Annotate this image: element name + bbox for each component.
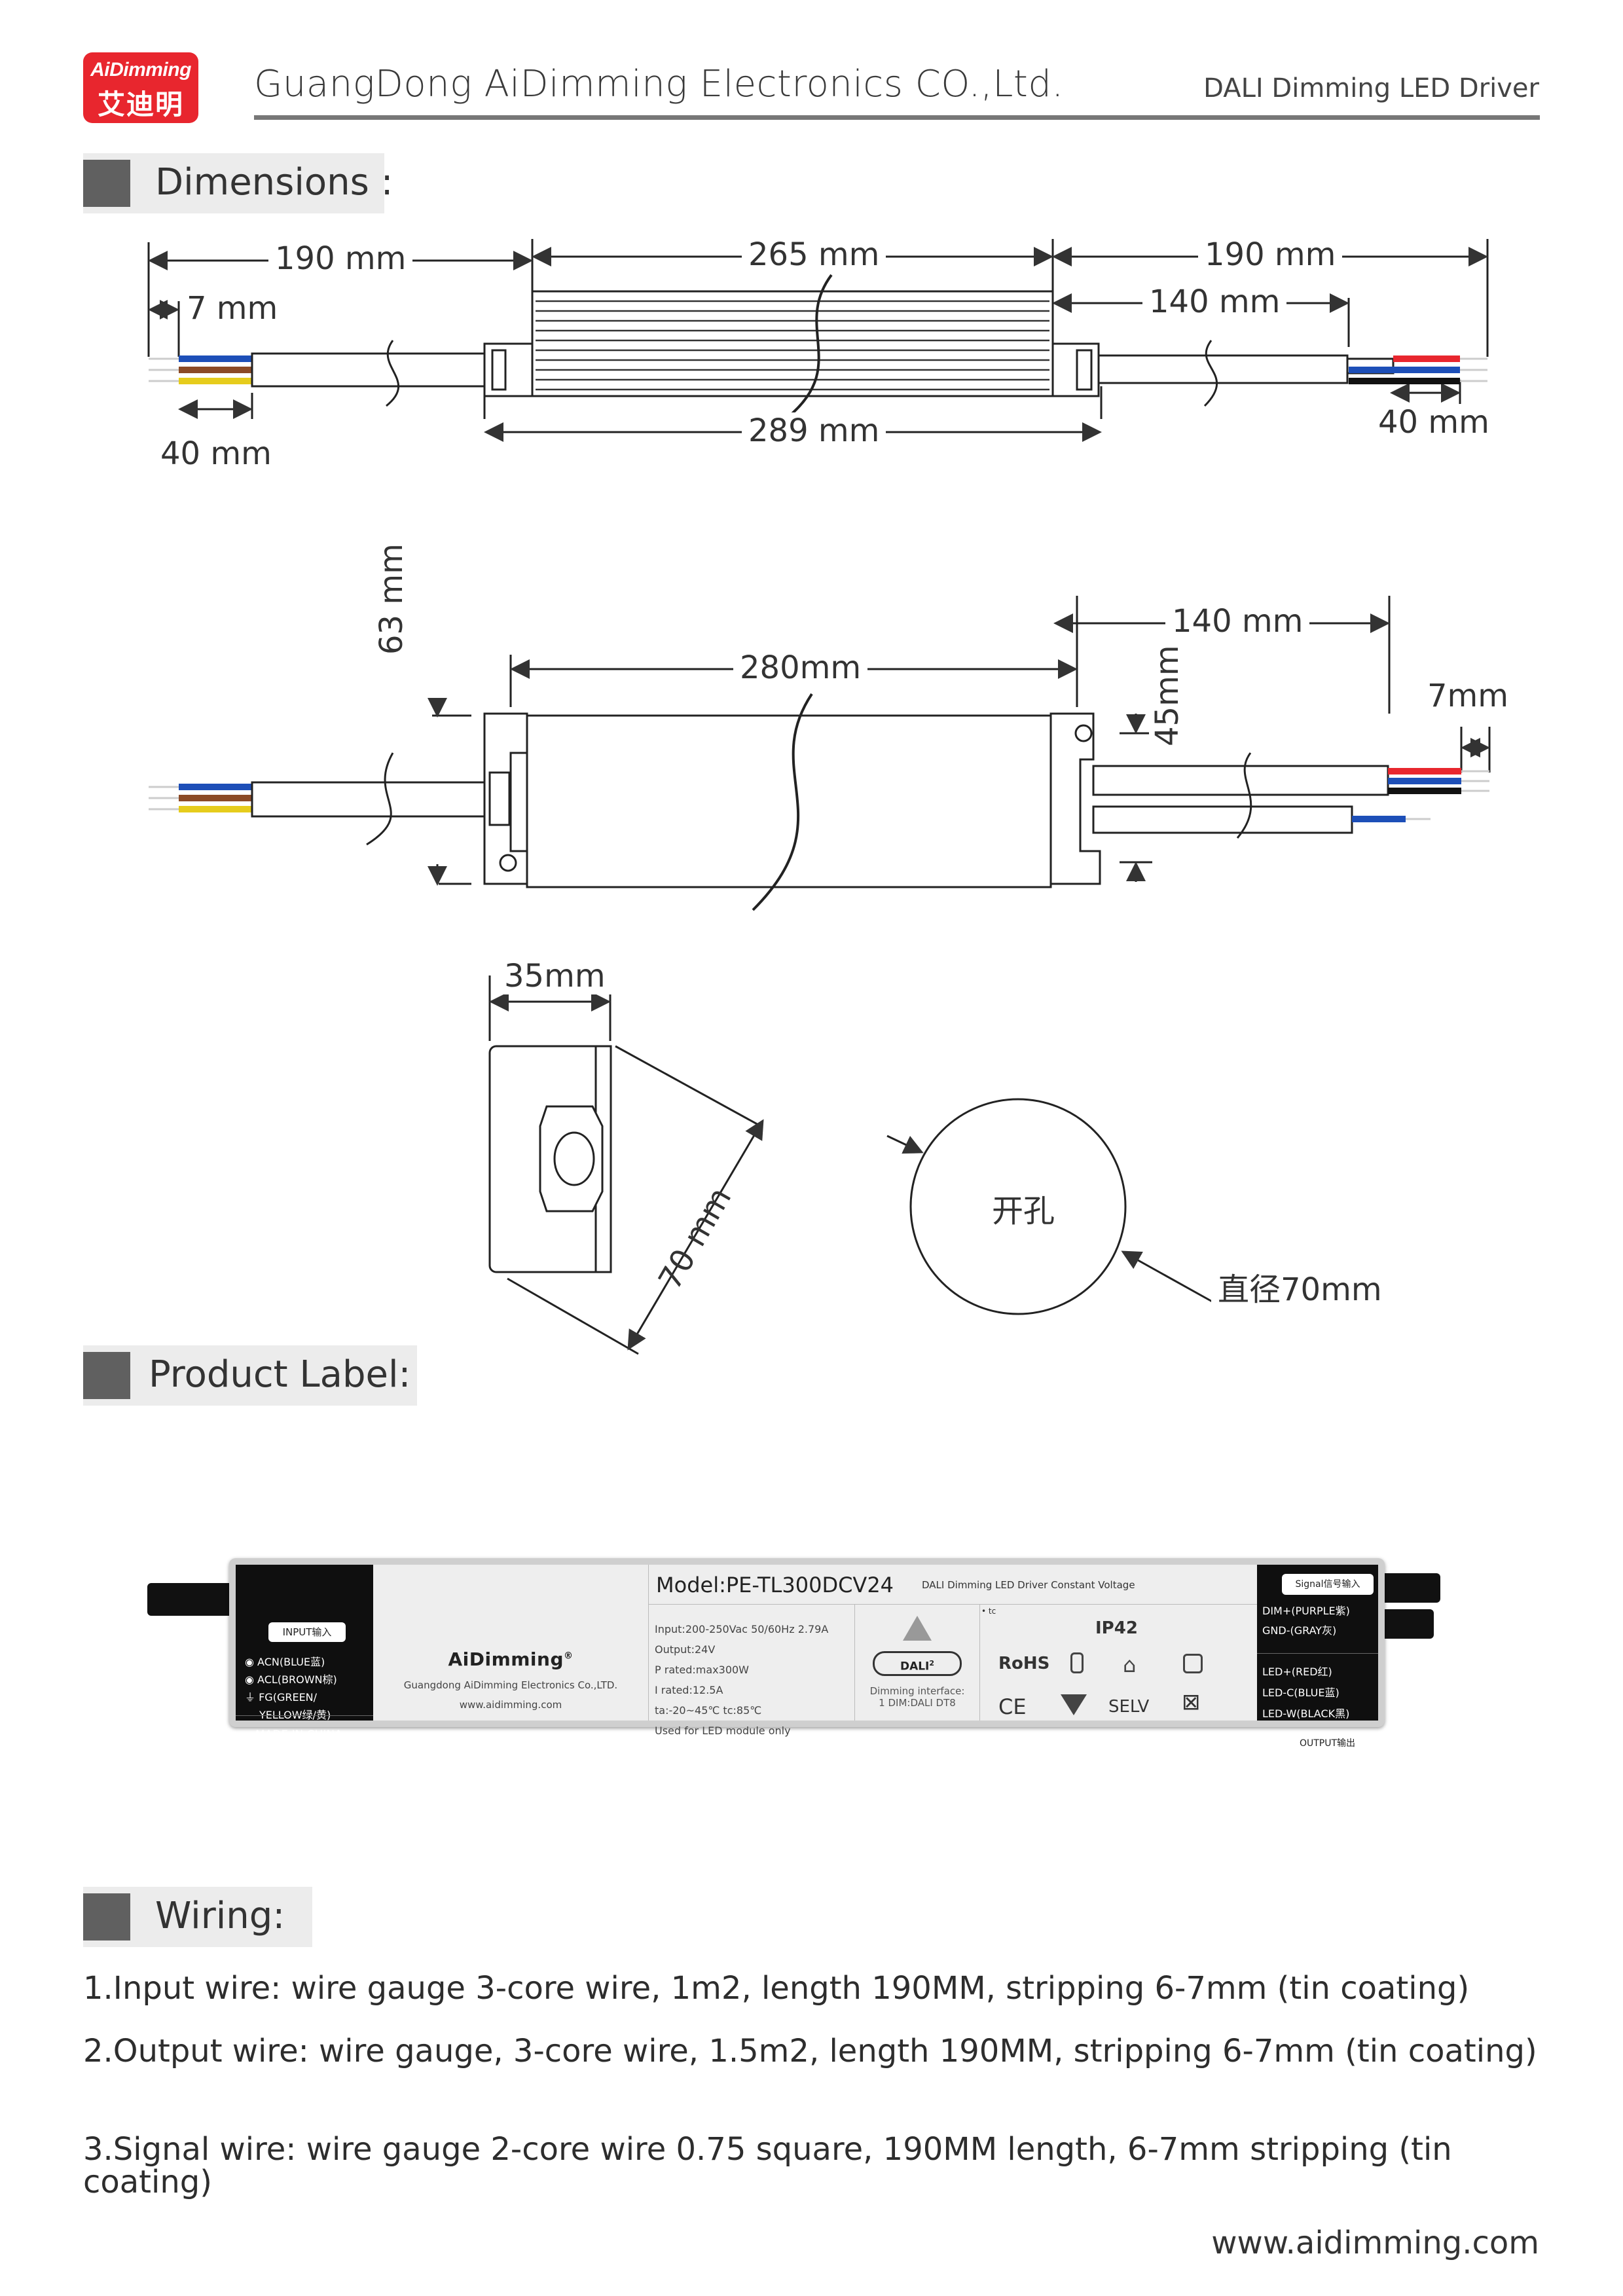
panel-divider xyxy=(1257,1653,1378,1654)
dim-label: 140 mm xyxy=(1142,283,1287,320)
spec-list: Input:200-250Vac 50/60Hz 2.79A Output:24… xyxy=(655,1619,828,1741)
dim-label: 63 mm xyxy=(373,537,410,661)
ip-rating: IP42 xyxy=(1095,1618,1138,1638)
dim-label: 7 mm xyxy=(180,290,285,327)
dali-block: DALI2 Dimming interface: 1 DIM:DALI DT8 xyxy=(854,1604,980,1721)
section-marker xyxy=(83,160,130,207)
section-marker xyxy=(83,1352,130,1399)
rohs-icon: RoHS xyxy=(998,1654,1050,1673)
dim-label: 289 mm xyxy=(742,412,886,449)
hole-label: 开孔 xyxy=(992,1193,1055,1230)
class-ii-icon xyxy=(1183,1654,1203,1673)
dim-label: 40 mm xyxy=(1372,404,1496,441)
dim-label: 45mm xyxy=(1149,638,1186,753)
indoor-use-icon xyxy=(1070,1652,1084,1673)
input-cable xyxy=(147,1583,239,1616)
wiring-note: 1.Input wire: wire gauge 3-core wire, 1m… xyxy=(83,1970,1470,2007)
signal-wire-item: DIM+(PURPLE紫) xyxy=(1262,1605,1350,1617)
dali-triangle-icon xyxy=(903,1616,932,1641)
dim-label: 190 mm xyxy=(1198,236,1343,273)
output-wire-item: LED+(RED红) xyxy=(1262,1666,1332,1678)
section-header-label: Product Label: xyxy=(83,1345,417,1406)
brand-block: AiDimming® Guangdong AiDimming Electroni… xyxy=(373,1565,649,1721)
output-badge: OUTPUT输出 xyxy=(1283,1734,1372,1753)
spec-item: ta:-20~45℃ tc:85℃ xyxy=(655,1704,762,1717)
input-panel: INPUT输入 ◉ ACN(BLUE蓝) ◉ ACL(BROWN棕) ⏚ FG(… xyxy=(236,1565,373,1741)
dali-logo-icon: DALI2 xyxy=(873,1651,962,1676)
model-description: DALI Dimming LED Driver Constant Voltage xyxy=(922,1579,1135,1591)
weee-bin-icon: ⊠ xyxy=(1182,1689,1201,1715)
footer-website: www.aidimming.com xyxy=(1211,2225,1539,2261)
header-divider xyxy=(254,115,1540,120)
dim-label: 265 mm xyxy=(742,236,886,273)
panel-divider xyxy=(236,1715,373,1716)
side-view-drawing xyxy=(149,596,1491,911)
document-type: DALI Dimming LED Driver xyxy=(1203,73,1539,103)
label-company: Guangdong AiDimming Electronics Co.,LTD. xyxy=(403,1679,618,1691)
company-name: GuangDong AiDimming Electronics CO.,Ltd. xyxy=(254,63,1064,105)
label-website: www.aidimming.com xyxy=(459,1699,562,1711)
label-sticker xyxy=(236,1565,1378,1721)
model-row: Model:PE-TL300DCV24 DALI Dimming LED Dri… xyxy=(648,1565,1257,1605)
section-title-label: Product Label: xyxy=(149,1353,411,1396)
dimming-interface-label: Dimming interface: xyxy=(869,1685,965,1697)
company-logo: AiDimming 艾迪明 xyxy=(83,52,198,123)
spec-item: Input:200-250Vac 50/60Hz 2.79A xyxy=(655,1623,829,1635)
signal-badge: Signal信号输入 xyxy=(1282,1574,1374,1595)
logo-wordmark: AiDimming xyxy=(90,59,191,81)
dim-label: 190 mm xyxy=(268,240,413,277)
certification-block: • tc IP42 RoHS ⌂ CE SELV ⊠ xyxy=(979,1604,1257,1721)
output-wire-list: LED+(RED红) LED-C(BLUE蓝) LED-W(BLACK黑) xyxy=(1262,1662,1349,1724)
dim-label: 7mm xyxy=(1421,678,1516,714)
section-title-dimensions: Dimensions : xyxy=(155,161,393,204)
section-header-dimensions: Dimensions : xyxy=(83,153,393,213)
dim-label: 40 mm xyxy=(154,435,278,472)
ce-icon: CE xyxy=(998,1694,1027,1719)
output-wire-item: LED-C(BLUE蓝) xyxy=(1262,1686,1340,1699)
input-wire-item: ◉ ACN(BLUE蓝) xyxy=(245,1656,325,1668)
section-marker xyxy=(83,1893,130,1941)
input-wire-item: ◉ ACL(BROWN棕) xyxy=(245,1673,337,1686)
output-wire-item: LED-W(BLACK黑) xyxy=(1262,1707,1350,1720)
output-panel: Signal信号输入 DIM+(PURPLE紫) GND-(GRAY灰) LED… xyxy=(1257,1565,1378,1753)
wiring-note: 3.Signal wire: wire gauge 2-core wire 0.… xyxy=(83,2131,1452,2200)
dim-label: 140 mm xyxy=(1165,603,1310,640)
section-title-wiring: Wiring: xyxy=(155,1895,285,1937)
warning-icon xyxy=(1061,1694,1087,1715)
signal-wire-item: GND-(GRAY灰) xyxy=(1262,1624,1337,1637)
label-brand: AiDimming® xyxy=(448,1649,574,1670)
spec-item: Used for LED module only xyxy=(655,1724,791,1737)
input-wire-item: YELLOW绿/黄) xyxy=(259,1709,331,1721)
input-wire-item: ⏚ FG(GREEN/ xyxy=(245,1691,318,1704)
spec-item: Output:24V xyxy=(655,1643,716,1656)
made-in-text: MADE IN CHINA xyxy=(255,1728,342,1741)
signal-wire-list: DIM+(PURPLE紫) GND-(GRAY灰) xyxy=(1262,1601,1350,1641)
input-badge: INPUT输入 xyxy=(268,1622,346,1642)
selv-icon: SELV xyxy=(1108,1697,1150,1717)
product-label-image: INPUT输入 ◉ ACN(BLUE蓝) ◉ ACL(BROWN棕) ⏚ FG(… xyxy=(147,1537,1440,1753)
house-icon: ⌂ xyxy=(1123,1652,1137,1677)
spec-item: P rated:max300W xyxy=(655,1664,749,1676)
wiring-note: 2.Output wire: wire gauge, 3-core wire, … xyxy=(83,2033,1537,2069)
tc-mark: • tc xyxy=(981,1607,996,1616)
model-number: Model:PE-TL300DCV24 xyxy=(656,1573,894,1597)
dim-label: 280mm xyxy=(733,649,868,686)
logo-chinese: 艾迪明 xyxy=(97,88,184,120)
input-wire-list: ◉ ACN(BLUE蓝) ◉ ACL(BROWN棕) ⏚ FG(GREEN/ Y… xyxy=(245,1653,337,1724)
end-view-drawing xyxy=(488,975,764,1355)
spec-item: I rated:12.5A xyxy=(655,1684,723,1696)
dim-label: 35mm xyxy=(498,958,612,994)
dim-label: 直径70mm xyxy=(1211,1264,1389,1309)
dimming-interface-value: 1 DIM:DALI DT8 xyxy=(879,1697,956,1709)
section-header-wiring: Wiring: xyxy=(83,1887,312,1947)
